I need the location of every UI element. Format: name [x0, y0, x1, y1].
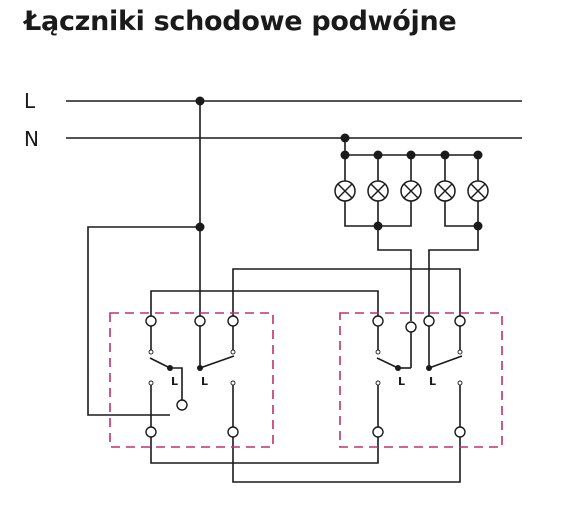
- lamp-icon: [400, 180, 422, 202]
- lamps: [334, 180, 489, 202]
- switch-1-gang-1-label: L: [171, 375, 178, 388]
- wires: [87, 101, 479, 483]
- switch-2-terminals: [372, 315, 466, 438]
- switch-1-enclosure: [109, 312, 274, 448]
- lamp-icon: [434, 180, 456, 202]
- switch-2-gang-1-label: L: [398, 375, 405, 388]
- switch-1-gang-2-label: L: [201, 375, 208, 388]
- switch-2-enclosure: [339, 312, 503, 448]
- junction-dots: [167, 96, 483, 371]
- page-title: Łączniki schodowe podwójne: [24, 6, 457, 37]
- lamp-icon: [467, 180, 489, 202]
- switch-1-terminals: [145, 315, 239, 438]
- lamp-icon: [367, 180, 389, 202]
- switch-blades: [149, 355, 463, 369]
- neutral-line-label: N: [24, 127, 39, 151]
- phase-line-label: L: [24, 89, 36, 113]
- lamp-icon: [334, 180, 356, 202]
- switch-2-gang-2-label: L: [429, 375, 436, 388]
